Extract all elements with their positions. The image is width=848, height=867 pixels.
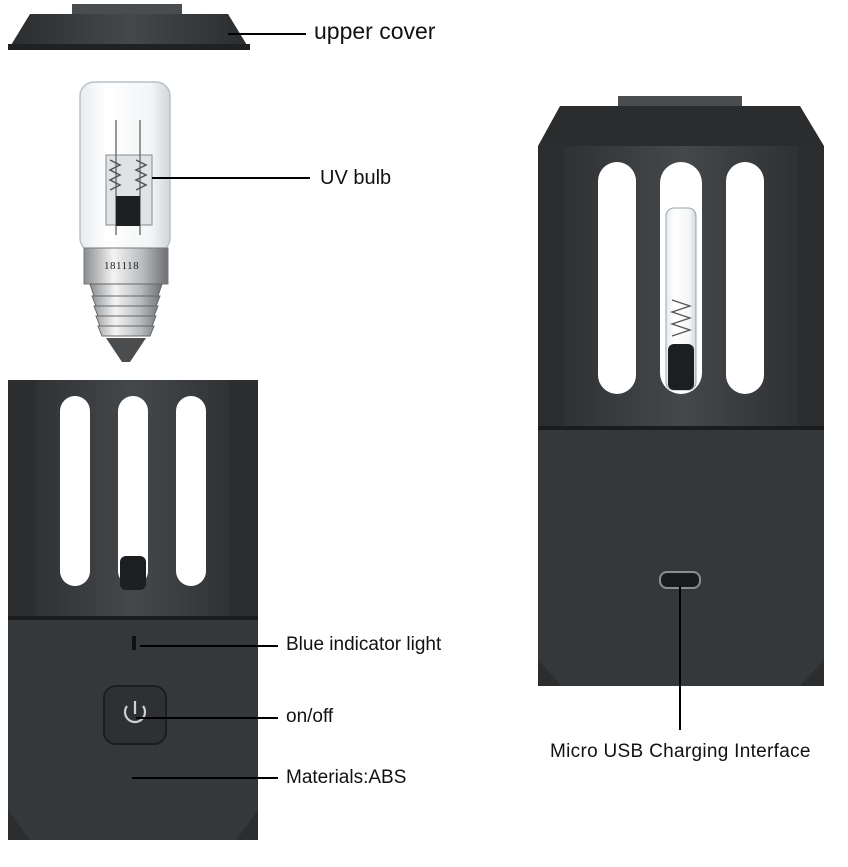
upper-cover [8, 4, 250, 50]
power-icon[interactable] [123, 701, 147, 724]
on-off-label: on/off [286, 706, 334, 727]
blue-indicator-label: Blue indicator light [286, 634, 442, 655]
bulb-marking: 181118 [104, 260, 140, 272]
assembled-device [538, 96, 824, 686]
materials-label: Materials:ABS [286, 767, 407, 788]
uv-bulb-label: UV bulb [320, 167, 392, 189]
uv-bulb [79, 81, 171, 362]
micro-usb-label: Micro USB Charging Interface [550, 741, 811, 762]
lower-unit [8, 380, 258, 840]
upper-cover-label: upper cover [314, 18, 436, 44]
